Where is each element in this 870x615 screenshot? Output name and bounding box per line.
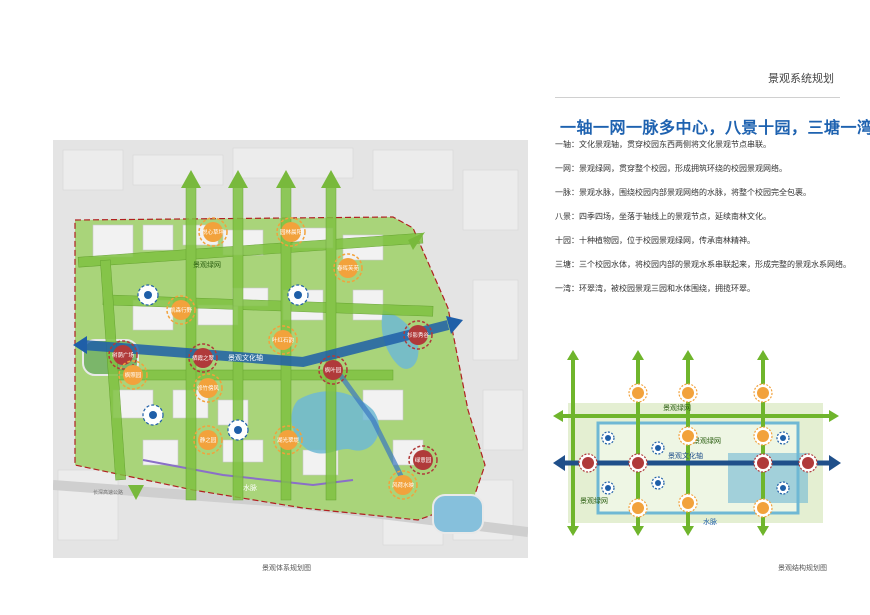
map-node-label-7: 枫照园	[125, 371, 142, 379]
map-node-8: 修竹傍风	[193, 373, 223, 403]
description-axis: 一轴：文化景观轴，贯穿校园东西两侧将文化景观节点串联。	[555, 140, 771, 149]
landscape-structure-diagram: 景观绿网 景观绿网 景观绿网 景观文化轴 水脉	[553, 348, 843, 538]
structure-green-net-left-label: 景观绿网	[580, 496, 608, 505]
structure-node-3	[678, 426, 698, 446]
map-node-label-8: 修竹傍风	[197, 384, 220, 392]
map-node-10: 枫叶园	[318, 355, 348, 385]
structure-node-13	[651, 441, 665, 455]
map-node-3: 凯森行野	[166, 295, 196, 325]
description-net: 一网：景观绿网，贯穿整个校园，形成拥筑环绕的校园景观网络。	[555, 164, 787, 173]
landscape-system-map: 长深高速公路 水脉 景观绿网	[52, 140, 529, 558]
structure-node-15	[601, 481, 615, 495]
map-node-13: 绿意园	[408, 445, 438, 475]
map-node-label-10: 枫叶园	[325, 366, 342, 374]
structure-water-vein-label: 水脉	[703, 517, 717, 526]
culture-axis-arrow-east	[446, 316, 463, 334]
sports-field-south	[432, 494, 484, 534]
map-node-label-9: 杉影秀谷	[407, 331, 430, 339]
structure-node-8	[798, 453, 818, 473]
map-node-label-0: 悦心草坪	[202, 228, 225, 236]
structure-nodes	[578, 383, 818, 518]
structure-green-net-mid-label: 景观绿网	[693, 436, 721, 445]
map-node-4: 叶红石韵	[268, 325, 298, 355]
map-node-5: 树荫广场	[108, 340, 138, 370]
structure-node-16	[651, 476, 665, 490]
map-node-label-13: 绿意园	[415, 456, 432, 464]
page-title: 景观系统规划	[768, 72, 834, 85]
map-node-11: 湖光翠堤	[273, 425, 303, 455]
description-three-ponds: 三塘：三个校园水体，将校园内部的景观水系串联起来，形成完整的景观水系网络。	[555, 260, 851, 269]
map-node-label-11: 湖光翠堤	[277, 436, 300, 444]
map-node-label-12: 静之园	[200, 436, 217, 444]
map-node-label-4: 叶红石韵	[272, 336, 295, 344]
structure-node-2	[753, 383, 773, 403]
map-node-12: 静之园	[193, 425, 223, 455]
water-vein-label: 水脉	[243, 483, 257, 492]
description-ten-gardens: 十园：十种植物园，位于校园景观绿网，传承南林精神。	[555, 236, 755, 245]
map-node-label-3: 凯森行野	[170, 306, 193, 314]
structure-green-net-top-label: 景观绿网	[663, 403, 691, 412]
description-bay: 一湾：环翠湾，被校园景观三园和水体围绕，拥揽环翠。	[555, 284, 755, 293]
headline: 一轴一网一脉多中心，八景十园，三塘一湾	[560, 118, 870, 137]
structure-node-12	[601, 431, 615, 445]
structure-node-7	[753, 453, 773, 473]
map-node-0: 悦心草坪	[198, 217, 228, 247]
map-garden-marker-2	[142, 404, 164, 426]
structure-node-6	[628, 453, 648, 473]
map-node-6: 栖霞之翠	[188, 343, 218, 373]
structure-culture-axis-label: 景观文化轴	[668, 451, 703, 460]
culture-axis-label: 景观文化轴	[228, 353, 263, 362]
map-node-14: 风荷水映	[388, 470, 418, 500]
map-node-1: 园林晨阳	[276, 217, 306, 247]
map-node-label-1: 园林晨阳	[280, 228, 302, 236]
structure-node-5	[578, 453, 598, 473]
structure-node-17	[776, 481, 790, 495]
structure-node-9	[628, 498, 648, 518]
structure-caption: 景观结构规划图	[778, 564, 827, 572]
map-node-label-2: 春晖芙苑	[337, 264, 360, 272]
green-net-arrows	[128, 170, 425, 500]
diagonal-axis	[330, 363, 406, 482]
title-divider	[555, 97, 840, 98]
map-node-9: 杉影秀谷	[403, 320, 433, 350]
green-net-label: 景观绿网	[193, 260, 221, 269]
structure-node-14	[776, 431, 790, 445]
map-node-label-6: 栖霞之翠	[192, 354, 215, 362]
map-node-label-14: 风荷水映	[392, 481, 415, 489]
map-node-7: 枫照园	[118, 360, 148, 390]
map-node-2: 春晖芙苑	[333, 253, 363, 283]
description-eight-scenes: 八景：四季四场，坐落于轴线上的景观节点，延续南林文化。	[555, 212, 771, 221]
structure-node-0	[628, 383, 648, 403]
map-node-label-5: 树荫广场	[112, 351, 135, 359]
culture-axis	[82, 320, 450, 368]
highway-label: 长深高速公路	[93, 489, 123, 496]
description-vein: 一脉：景观水脉，围绕校园内部景观网络的水脉，将整个校园完全包裹。	[555, 188, 811, 197]
structure-node-4	[753, 426, 773, 446]
structure-node-1	[678, 383, 698, 403]
map-caption: 景观体系规划图	[262, 564, 311, 572]
structure-node-11	[753, 498, 773, 518]
map-garden-marker-3	[227, 419, 249, 441]
map-garden-marker-1	[287, 284, 309, 306]
culture-axis-arrow-west	[73, 336, 87, 354]
map-garden-marker-0	[137, 284, 159, 306]
structure-node-10	[678, 493, 698, 513]
